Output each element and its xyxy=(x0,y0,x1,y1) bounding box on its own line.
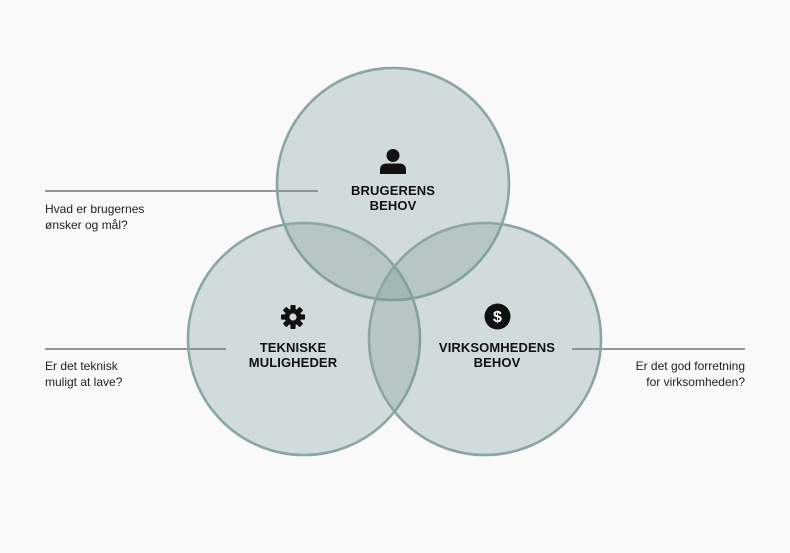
question-line: Er det teknisk xyxy=(45,359,118,373)
question-line: ønsker og mål? xyxy=(45,218,128,232)
circle-technical-possibilities xyxy=(186,221,422,457)
svg-text:$: $ xyxy=(493,309,502,326)
circle-label-line: VIRKSOMHEDENS xyxy=(438,340,556,355)
circle-label-line: TEKNISKE xyxy=(259,340,327,355)
question-line: Er det god forretning xyxy=(635,359,745,373)
circle-label-business-needs: VIRKSOMHEDENS BEHOV xyxy=(417,340,577,370)
question-line: muligt at lave? xyxy=(45,375,123,389)
circle-label-line: MULIGHEDER xyxy=(248,355,338,370)
circle-label-line: BEHOV xyxy=(369,198,417,213)
question-line: Hvad er brugernes xyxy=(45,202,145,216)
circle-user-needs xyxy=(275,66,511,302)
user-icon xyxy=(380,149,406,174)
question-business-needs: Er det god forretning for virksomheden? xyxy=(545,358,745,390)
circle-label-technical-possibilities: TEKNISKE MULIGHEDER xyxy=(213,340,373,370)
circle-label-user-needs: BRUGERENS BEHOV xyxy=(313,183,473,213)
question-line: for virksomheden? xyxy=(646,375,745,389)
question-technical-possibilities: Er det teknisk muligt at lave? xyxy=(45,358,245,390)
dollar-icon: $ xyxy=(484,303,511,330)
gear-icon xyxy=(281,305,305,329)
question-user-needs: Hvad er brugernes ønsker og mål? xyxy=(45,201,245,233)
circle-business-needs xyxy=(367,221,603,457)
circle-label-line: BRUGERENS xyxy=(351,183,435,198)
circle-label-line: BEHOV xyxy=(473,355,521,370)
